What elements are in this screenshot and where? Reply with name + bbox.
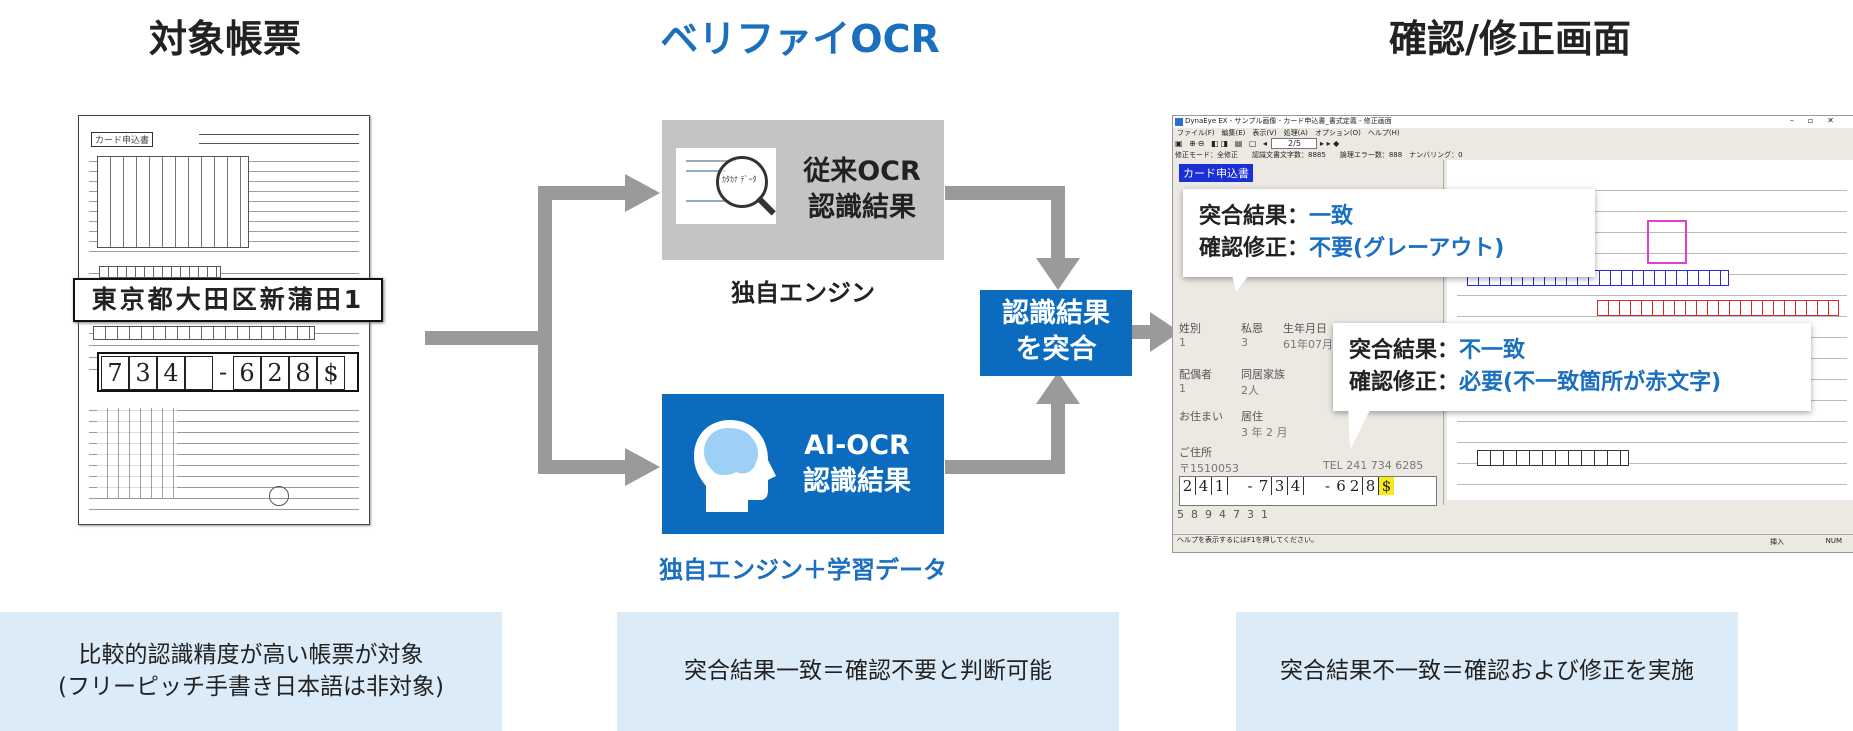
- match-box: 認識結果 を突合: [980, 290, 1132, 376]
- form-title: カード申込書: [91, 132, 154, 147]
- field-dob-label: 生年月日: [1283, 322, 1327, 335]
- ocr-thumbnail: ｶﾀｶﾅ ﾃﾞｰﾀ: [676, 148, 776, 224]
- nav-icons[interactable]: ▸ ▸ ◆: [1320, 139, 1340, 148]
- ai-ocr-label: AI-OCR 認識結果: [803, 430, 911, 497]
- field-spouse-value[interactable]: 1: [1179, 382, 1186, 395]
- menu-bar[interactable]: ファイル(F) 編集(E) 表示(V) 処理(A) オプション(O) ヘルプ(H…: [1177, 129, 1400, 137]
- field-marriage-label: 私恩: [1241, 322, 1263, 335]
- panel-match-note: 突合結果一致＝確認不要と判断可能: [617, 612, 1119, 731]
- window-title: DynaEye EX - サンプル画像 - カード申込書_書式定義 - 修正画面: [1185, 117, 1392, 125]
- field-residence-label: 居住: [1241, 410, 1263, 423]
- field-marriage-value[interactable]: 3: [1241, 336, 1248, 349]
- toolbar-icons[interactable]: ▣ ⊕⊖ ◧◨ ▤ ▢ ◂: [1175, 139, 1269, 148]
- conventional-engine-label: 独自エンジン: [731, 279, 875, 307]
- callout-match: 突合結果：一致 確認修正：不要(グレーアウト): [1183, 189, 1595, 277]
- conventional-ocr-label: 従来OCR 認識結果: [803, 156, 921, 223]
- address-highlight: 東京都大田区新蒲田1: [73, 278, 383, 322]
- app-icon: [1175, 118, 1183, 126]
- callout-match-tail: [1230, 266, 1256, 292]
- callout-mismatch-tail: [1348, 402, 1374, 450]
- field-residence-type-label: お住まい: [1179, 410, 1223, 423]
- status-bar: ヘルプを表示するにはF1を押してください。 挿入 NUM: [1173, 534, 1853, 551]
- heading-target-form: 対象帳票: [148, 17, 301, 61]
- field-gender-value[interactable]: 1: [1179, 336, 1186, 349]
- heading-verify-ocr: ベリファイOCR: [660, 17, 940, 61]
- field-family-label: 同居家族: [1241, 368, 1285, 381]
- heading-confirm-screen: 確認/修正画面: [1389, 17, 1631, 61]
- ai-engine-label: 独自エンジン＋学習データ: [659, 556, 947, 584]
- bottom-digits: 5 8 9 4 7 3 1: [1177, 508, 1268, 521]
- panel-mismatch-note: 突合結果不一致＝確認および修正を実施: [1236, 612, 1738, 731]
- toolbar: ▣ ⊕⊖ ◧◨ ▤ ▢ ◂ 2/5 ▸ ▸ ◆: [1175, 138, 1415, 149]
- window-titlebar: DynaEye EX - サンプル画像 - カード申込書_書式定義 - 修正画面…: [1173, 116, 1853, 128]
- magnifier-icon: [716, 156, 768, 208]
- status-line: 修正モード：全修正 認識文書文字数：8885 論理エラー数：888 ナンバリング…: [1175, 151, 1463, 159]
- form-header: カード申込書: [1179, 164, 1253, 182]
- field-postal-value[interactable]: 〒1510053: [1179, 462, 1239, 475]
- window-controls[interactable]: –▫✕: [1789, 116, 1848, 125]
- panel-target-note: 比較的認識精度が高い帳票が対象 (フリーピッチ手書き日本語は非対象): [0, 612, 502, 731]
- field-gender-label: 姓別: [1179, 322, 1201, 335]
- callout-mismatch: 突合結果：不一致 確認修正：必要(不一致箇所が赤文字): [1333, 323, 1811, 411]
- field-spouse-label: 配偶者: [1179, 368, 1212, 381]
- field-tel-value[interactable]: TEL 241 734 6285: [1323, 459, 1424, 472]
- field-family-value[interactable]: 2人: [1241, 384, 1259, 397]
- ai-ocr-box: AI-OCR 認識結果: [662, 394, 944, 534]
- head-brain-icon: [694, 420, 776, 512]
- conventional-ocr-box: ｶﾀｶﾅ ﾃﾞｰﾀ 従来OCR 認識結果: [662, 120, 944, 260]
- field-residence-value[interactable]: 3 年 2 月: [1241, 426, 1288, 439]
- page-indicator[interactable]: 2/5: [1271, 138, 1318, 149]
- field-address-label: ご住所: [1179, 446, 1212, 459]
